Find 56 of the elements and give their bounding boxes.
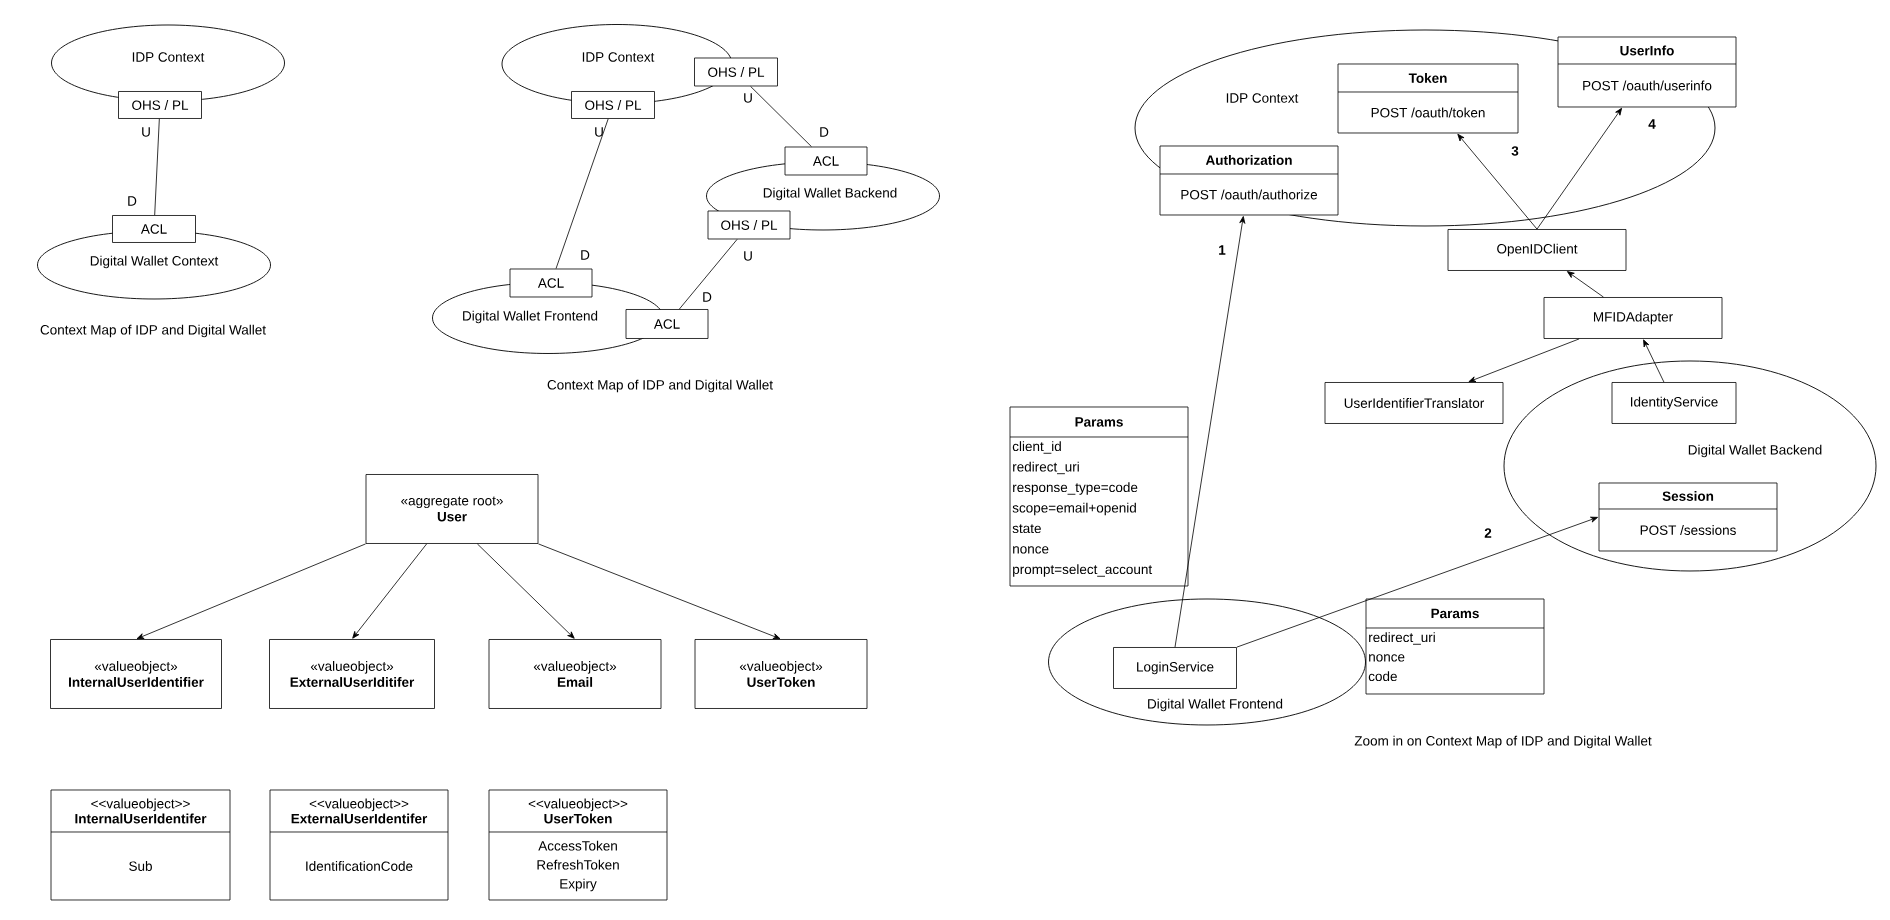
- class-box: Token POST /oauth/token: [1337, 63, 1519, 134]
- arrow: [538, 543, 781, 640]
- arrow: [1468, 338, 1580, 383]
- caption: Context Map of IDP and Digital Wallet: [40, 324, 266, 338]
- connector-line: [750, 86, 812, 147]
- component-box: MFIDAdapter: [1543, 297, 1723, 339]
- edge-label: 3: [1511, 146, 1519, 156]
- class-box: «aggregate root» User: [365, 474, 539, 544]
- edge-label: 1: [1219, 245, 1226, 255]
- arrow: [352, 543, 428, 639]
- connector-line: [154, 118, 160, 216]
- class-box: «valueobject» ExternalUserIditifer: [269, 639, 435, 709]
- caption: Context Map of IDP and Digital Wallet: [547, 379, 773, 393]
- component-box: ACL: [509, 268, 593, 298]
- class-box: «valueobject» InternalUserIdentifier: [50, 639, 222, 709]
- end-label: D: [703, 292, 712, 302]
- arrow: [1457, 133, 1538, 230]
- class-box: «valueobject» UserToken: [694, 639, 868, 709]
- connector-line: [678, 239, 738, 310]
- arrow: [1643, 339, 1665, 383]
- arrow: [1536, 107, 1622, 230]
- class-box: UserInfo POST /oauth/userinfo: [1557, 36, 1737, 108]
- edge-label: 2: [1484, 528, 1492, 538]
- caption: Zoom in on Context Map of IDP and Digital Wallet: [1354, 735, 1652, 749]
- arrow: [1567, 271, 1604, 298]
- component-box: LoginService: [1113, 647, 1237, 689]
- component-box: UserIdentifierTranslator: [1324, 382, 1504, 424]
- connector-line: [555, 118, 609, 269]
- class-box: <<valueobject>> UserToken AccessToken RefreshToken Expiry: [488, 789, 668, 901]
- component-box: OHS / PL: [118, 91, 202, 119]
- end-label: D: [581, 250, 590, 260]
- edge-label: 4: [1648, 119, 1656, 129]
- component-box: ACL: [625, 309, 709, 339]
- component-box: OHS / PL: [694, 57, 778, 87]
- arrow: [136, 543, 366, 640]
- end-label: U: [744, 251, 752, 261]
- end-label: D: [128, 196, 137, 206]
- arrow: [1236, 516, 1598, 648]
- end-label: D: [820, 127, 829, 137]
- class-box: Session POST /sessions: [1598, 482, 1778, 552]
- component-box: ACL: [784, 146, 868, 176]
- end-label: U: [744, 93, 752, 103]
- class-box: Params redirect_uri nonce code: [1365, 598, 1545, 695]
- component-box: OpenIDClient: [1447, 229, 1627, 271]
- arrow: [476, 543, 575, 639]
- component-box: OHS / PL: [707, 210, 791, 240]
- class-box: <<valueobject>> InternalUserIdentifer Sub: [50, 789, 231, 901]
- class-box: Params client_id redirect_uri response_type=code scope=email+openid state nonce prompt=select_account: [1009, 406, 1189, 587]
- component-box: IdentityService: [1611, 382, 1737, 424]
- end-label: U: [595, 127, 603, 137]
- component-box: ACL: [112, 215, 196, 243]
- end-label: U: [142, 127, 150, 137]
- class-box: <<valueobject>> ExternalUserIdentifer IdentificationCode: [269, 789, 449, 901]
- component-box: OHS / PL: [571, 91, 655, 119]
- arrow: [1174, 216, 1246, 648]
- class-box: «valueobject» Email: [488, 639, 662, 709]
